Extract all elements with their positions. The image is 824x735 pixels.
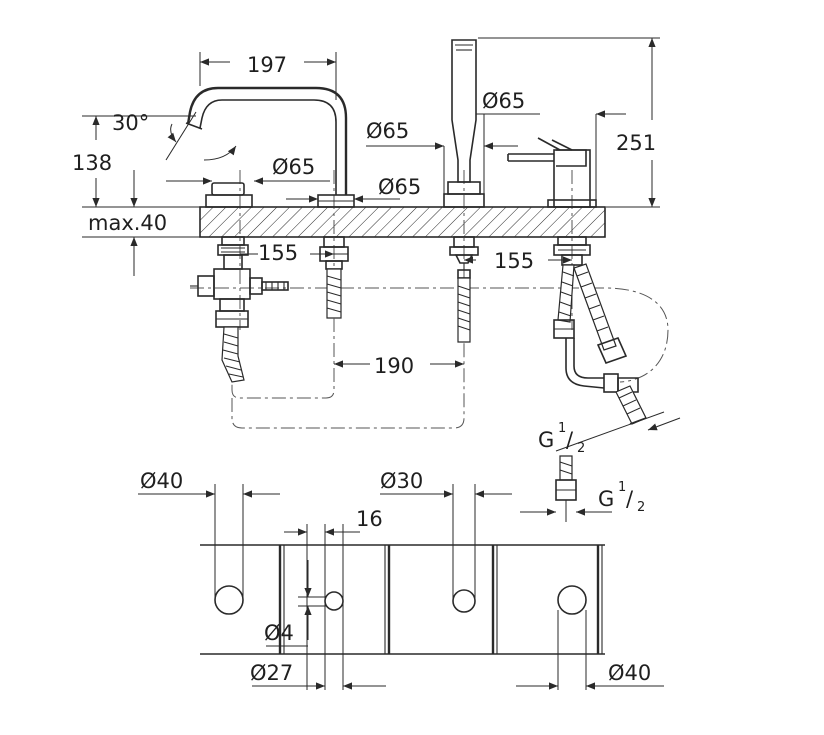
side-elevation: 197 30° 138 max.40 Ø65 (72, 37, 681, 456)
hole-valve (557, 585, 587, 615)
dim-dia-65-a: Ø65 (272, 155, 315, 179)
dim-overall-height: 251 (616, 131, 656, 155)
dim-dia-65-c: Ø65 (366, 119, 409, 143)
dim-spout-height: 138 (72, 151, 112, 175)
spout (185, 86, 465, 429)
dim-hole-40-a: Ø40 (140, 469, 183, 493)
hose-route (190, 287, 669, 383)
dim-hole-4: Ø4 (264, 621, 294, 645)
dim-dia-65-b: Ø65 (378, 175, 421, 199)
dim-thread-a-slash: / (566, 428, 574, 452)
side-dimensions: 197 30° 138 max.40 Ø65 (72, 37, 681, 456)
dim-spacing-190: 190 (374, 354, 414, 378)
connector-detail: G 1 / 2 (520, 455, 645, 522)
dim-dia-65-d: Ø65 (482, 89, 525, 113)
dim-spacing-155-b: 155 (494, 249, 534, 273)
dim-thread-b-slash: / (626, 487, 634, 511)
dim-thread-b-num: 1 (618, 480, 626, 495)
dim-thread-a-num: 1 (558, 421, 566, 436)
deck-slab (199, 206, 606, 238)
dim-thread-b-g: G (598, 487, 614, 511)
plan-view: Ø40 Ø30 16 Ø4 Ø27 Ø40 (138, 469, 664, 690)
hole-shower (452, 589, 476, 613)
dim-max-deck: max.40 (88, 211, 167, 235)
hole-spout (214, 585, 244, 615)
dim-hole-27: Ø27 (250, 661, 293, 685)
dim-spout-angle: 30° (112, 111, 149, 135)
dim-thread-a-den: 2 (577, 441, 585, 456)
dim-thread-a-g: G (538, 428, 554, 452)
valve-left (190, 182, 289, 383)
valve-right (507, 137, 647, 425)
hand-shower (443, 39, 485, 343)
dim-hole-30: Ø30 (380, 469, 423, 493)
dim-spout-reach: 197 (247, 53, 287, 77)
dim-spacing-155-a: 155 (258, 241, 298, 265)
dim-gap-16: 16 (356, 507, 383, 531)
hole-small (324, 591, 344, 611)
dim-thread-b-den: 2 (637, 500, 645, 515)
dim-hole-40-b: Ø40 (608, 661, 651, 685)
